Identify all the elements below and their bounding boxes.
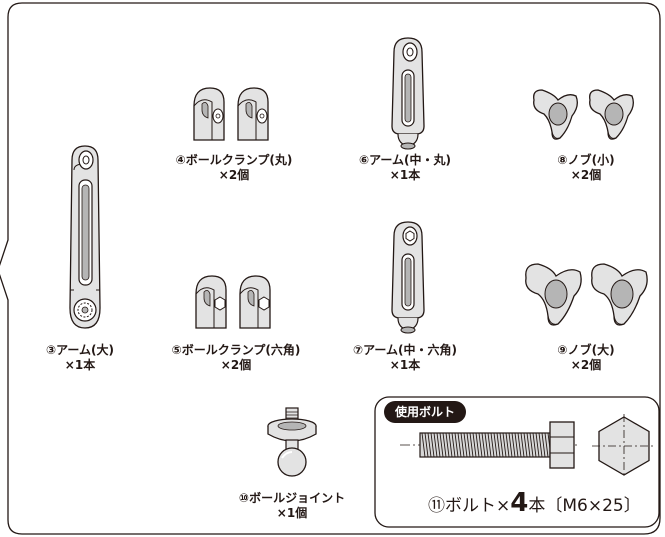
- caption-line: ×2個: [218, 168, 250, 182]
- caption-knob-small: ⑧ノブ(小) ×2個: [557, 153, 614, 183]
- knob-small-illustration: [533, 89, 634, 140]
- bolt-caption-prefix: ⑪ボルト×: [428, 496, 511, 516]
- caption-line: ×2個: [570, 168, 602, 182]
- caption-line: ⑤ボールクランプ(六角): [171, 343, 301, 357]
- caption-line: ×2個: [570, 358, 602, 372]
- bolt-caption-suffix: 本〔M6×25〕: [528, 496, 641, 516]
- caption-line: ×1本: [64, 358, 96, 372]
- caption-line: ×2個: [220, 358, 252, 372]
- caption-knob-large: ⑨ノブ(大) ×2個: [557, 343, 614, 373]
- caption-line: ×1本: [389, 358, 421, 372]
- caption-arm-mid-hex: ⑦アーム(中・六角) ×1本: [353, 343, 457, 373]
- bolt-box-frame: [374, 396, 660, 528]
- arm-large-illustration: [69, 145, 101, 329]
- caption-ball-clamp-hex: ⑤ボールクランプ(六角) ×2個: [172, 343, 301, 373]
- caption-arm-large: ③アーム(大) ×1本: [46, 343, 114, 373]
- caption-line: ×1本: [389, 168, 421, 182]
- bolt-hex-end-view: [592, 414, 656, 478]
- ball-clamp-hex-illustration: [195, 275, 271, 329]
- caption-line: ⑨ノブ(大): [557, 343, 615, 357]
- arm-mid-round-illustration: [391, 37, 425, 150]
- bolt-tag-badge: 使用ボルト: [384, 401, 467, 423]
- caption-ball-clamp-round: ④ボールクランプ(丸) ×2個: [176, 153, 293, 183]
- caption-line: ×1個: [276, 506, 308, 520]
- caption-ball-joint: ⑩ボールジョイント ×1個: [239, 491, 345, 521]
- knob-large-illustration: [525, 263, 648, 326]
- bolt-caption-count: 4: [510, 488, 529, 518]
- ball-clamp-round-illustration: [193, 87, 269, 141]
- caption-line: ⑧ノブ(小): [557, 153, 615, 167]
- bolt-caption: ⑪ボルト×4本〔M6×25〕: [428, 488, 641, 518]
- caption-line: ④ボールクランプ(丸): [175, 153, 293, 167]
- caption-line: ③アーム(大): [45, 343, 115, 357]
- caption-arm-mid-round: ⑥アーム(中・丸) ×1本: [359, 153, 451, 183]
- caption-line: ⑩ボールジョイント: [238, 491, 346, 505]
- caption-line: ⑥アーム(中・丸): [358, 153, 452, 167]
- arm-mid-hex-illustration: [391, 221, 425, 334]
- ball-joint-illustration: [267, 407, 317, 477]
- caption-line: ⑦アーム(中・六角): [352, 343, 458, 357]
- bolt-side-view: [400, 421, 580, 469]
